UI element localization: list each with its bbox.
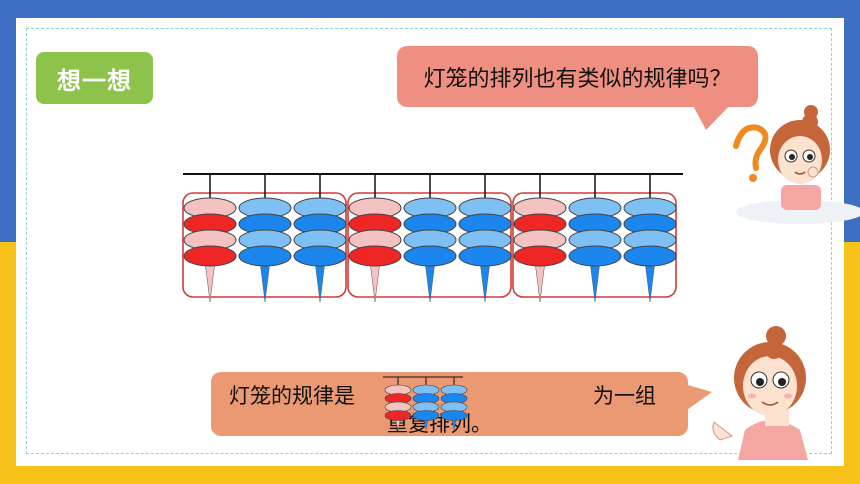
lantern-disc (412, 410, 440, 421)
lantern-disc (513, 245, 567, 267)
lantern-disc (384, 410, 412, 421)
blue-lantern (403, 197, 457, 303)
blue-lantern (238, 197, 292, 303)
think-badge: 想一想 (36, 52, 153, 104)
lantern-disc (458, 245, 512, 267)
card-dashed-border (26, 28, 832, 454)
blue-lantern (458, 197, 512, 303)
lantern-disc (440, 410, 468, 421)
red-lantern (183, 197, 237, 303)
lantern-disc (348, 245, 402, 267)
lantern-disc (238, 245, 292, 267)
lantern-disc (293, 245, 347, 267)
blue-lantern (412, 384, 440, 431)
red-lantern (384, 384, 412, 431)
answer-text-left: 灯笼的规律是 (229, 384, 355, 408)
blue-lantern (293, 197, 347, 303)
answer-text-right: 为一组 (593, 384, 656, 408)
lantern-disc (623, 245, 677, 267)
blue-lantern (623, 197, 677, 303)
blue-lantern (568, 197, 622, 303)
question-bubble: 灯笼的排列也有类似的规律吗？ (397, 46, 758, 107)
red-lantern (513, 197, 567, 303)
question-text: 灯笼的排列也有类似的规律吗？ (423, 66, 732, 92)
lantern-disc (183, 245, 237, 267)
blue-lantern (440, 384, 468, 431)
lantern-disc (403, 245, 457, 267)
red-lantern (348, 197, 402, 303)
lantern-disc (568, 245, 622, 267)
